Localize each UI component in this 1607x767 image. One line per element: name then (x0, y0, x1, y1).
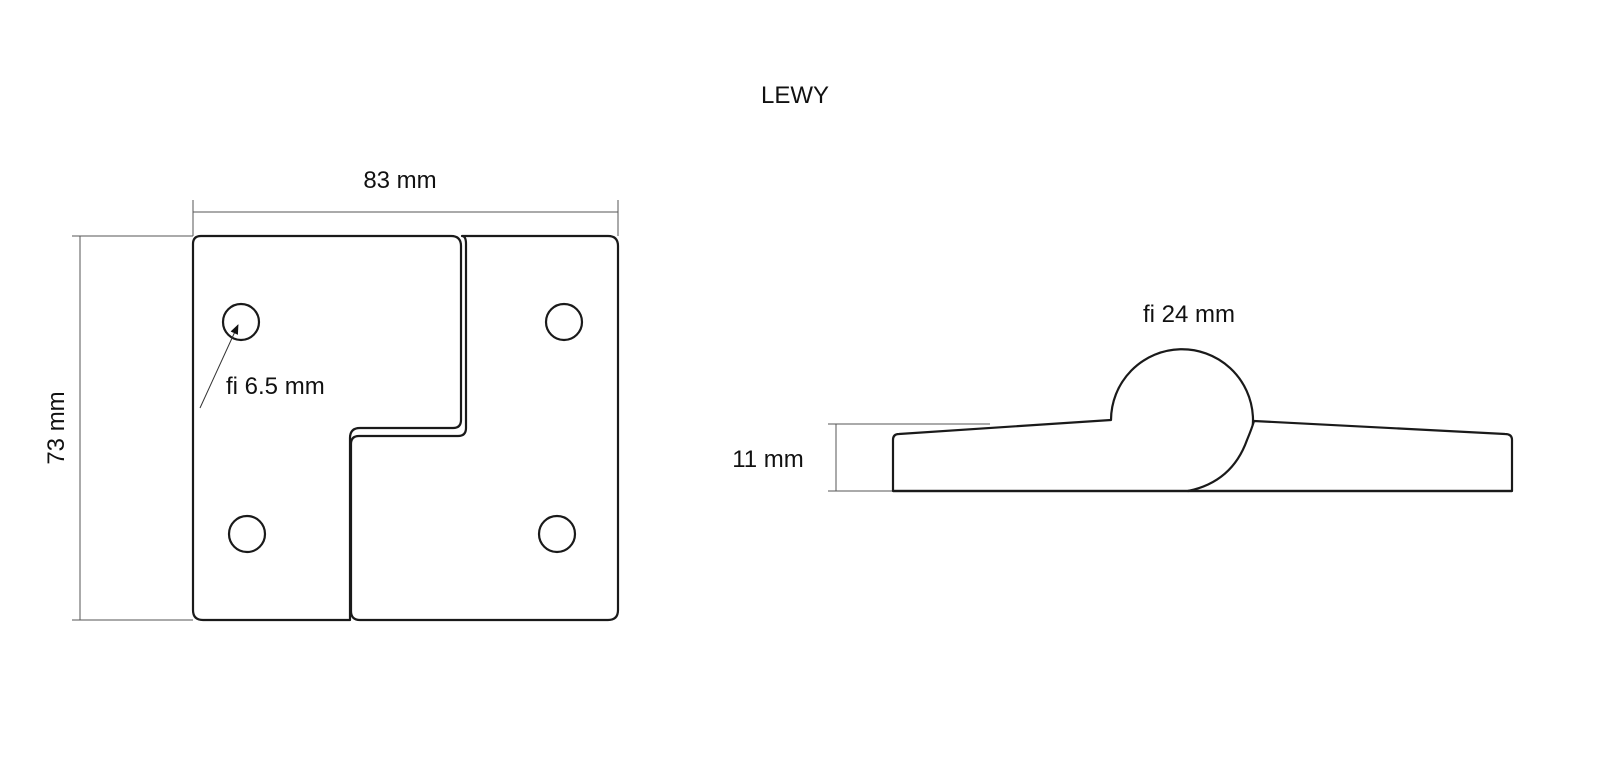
mounting-hole-top-right (544, 302, 584, 342)
mounting-hole-top-left (221, 302, 261, 342)
height-dimension-label: 73 mm (43, 391, 70, 464)
hole-diameter-leader (199, 324, 239, 409)
mounting-hole-bottom-left (227, 514, 267, 554)
hinge-side-profile (891, 348, 1255, 493)
mounting-hole-bottom-right (537, 514, 577, 554)
thickness-dimension-label: 11 mm (732, 446, 804, 473)
front-view: 83 mm 73 mm fi 6.5 mm (43, 167, 620, 622)
hole-diameter-label: fi 6.5 mm (226, 373, 325, 400)
hinge-side-profile-right-wing (1186, 419, 1514, 493)
knuckle-diameter-label: fi 24 mm (1143, 301, 1235, 328)
drawing-title: LEWY (761, 82, 829, 109)
width-dimension-label: 83 mm (363, 167, 436, 194)
side-view: 11 mm fi 24 mm (732, 301, 1514, 493)
